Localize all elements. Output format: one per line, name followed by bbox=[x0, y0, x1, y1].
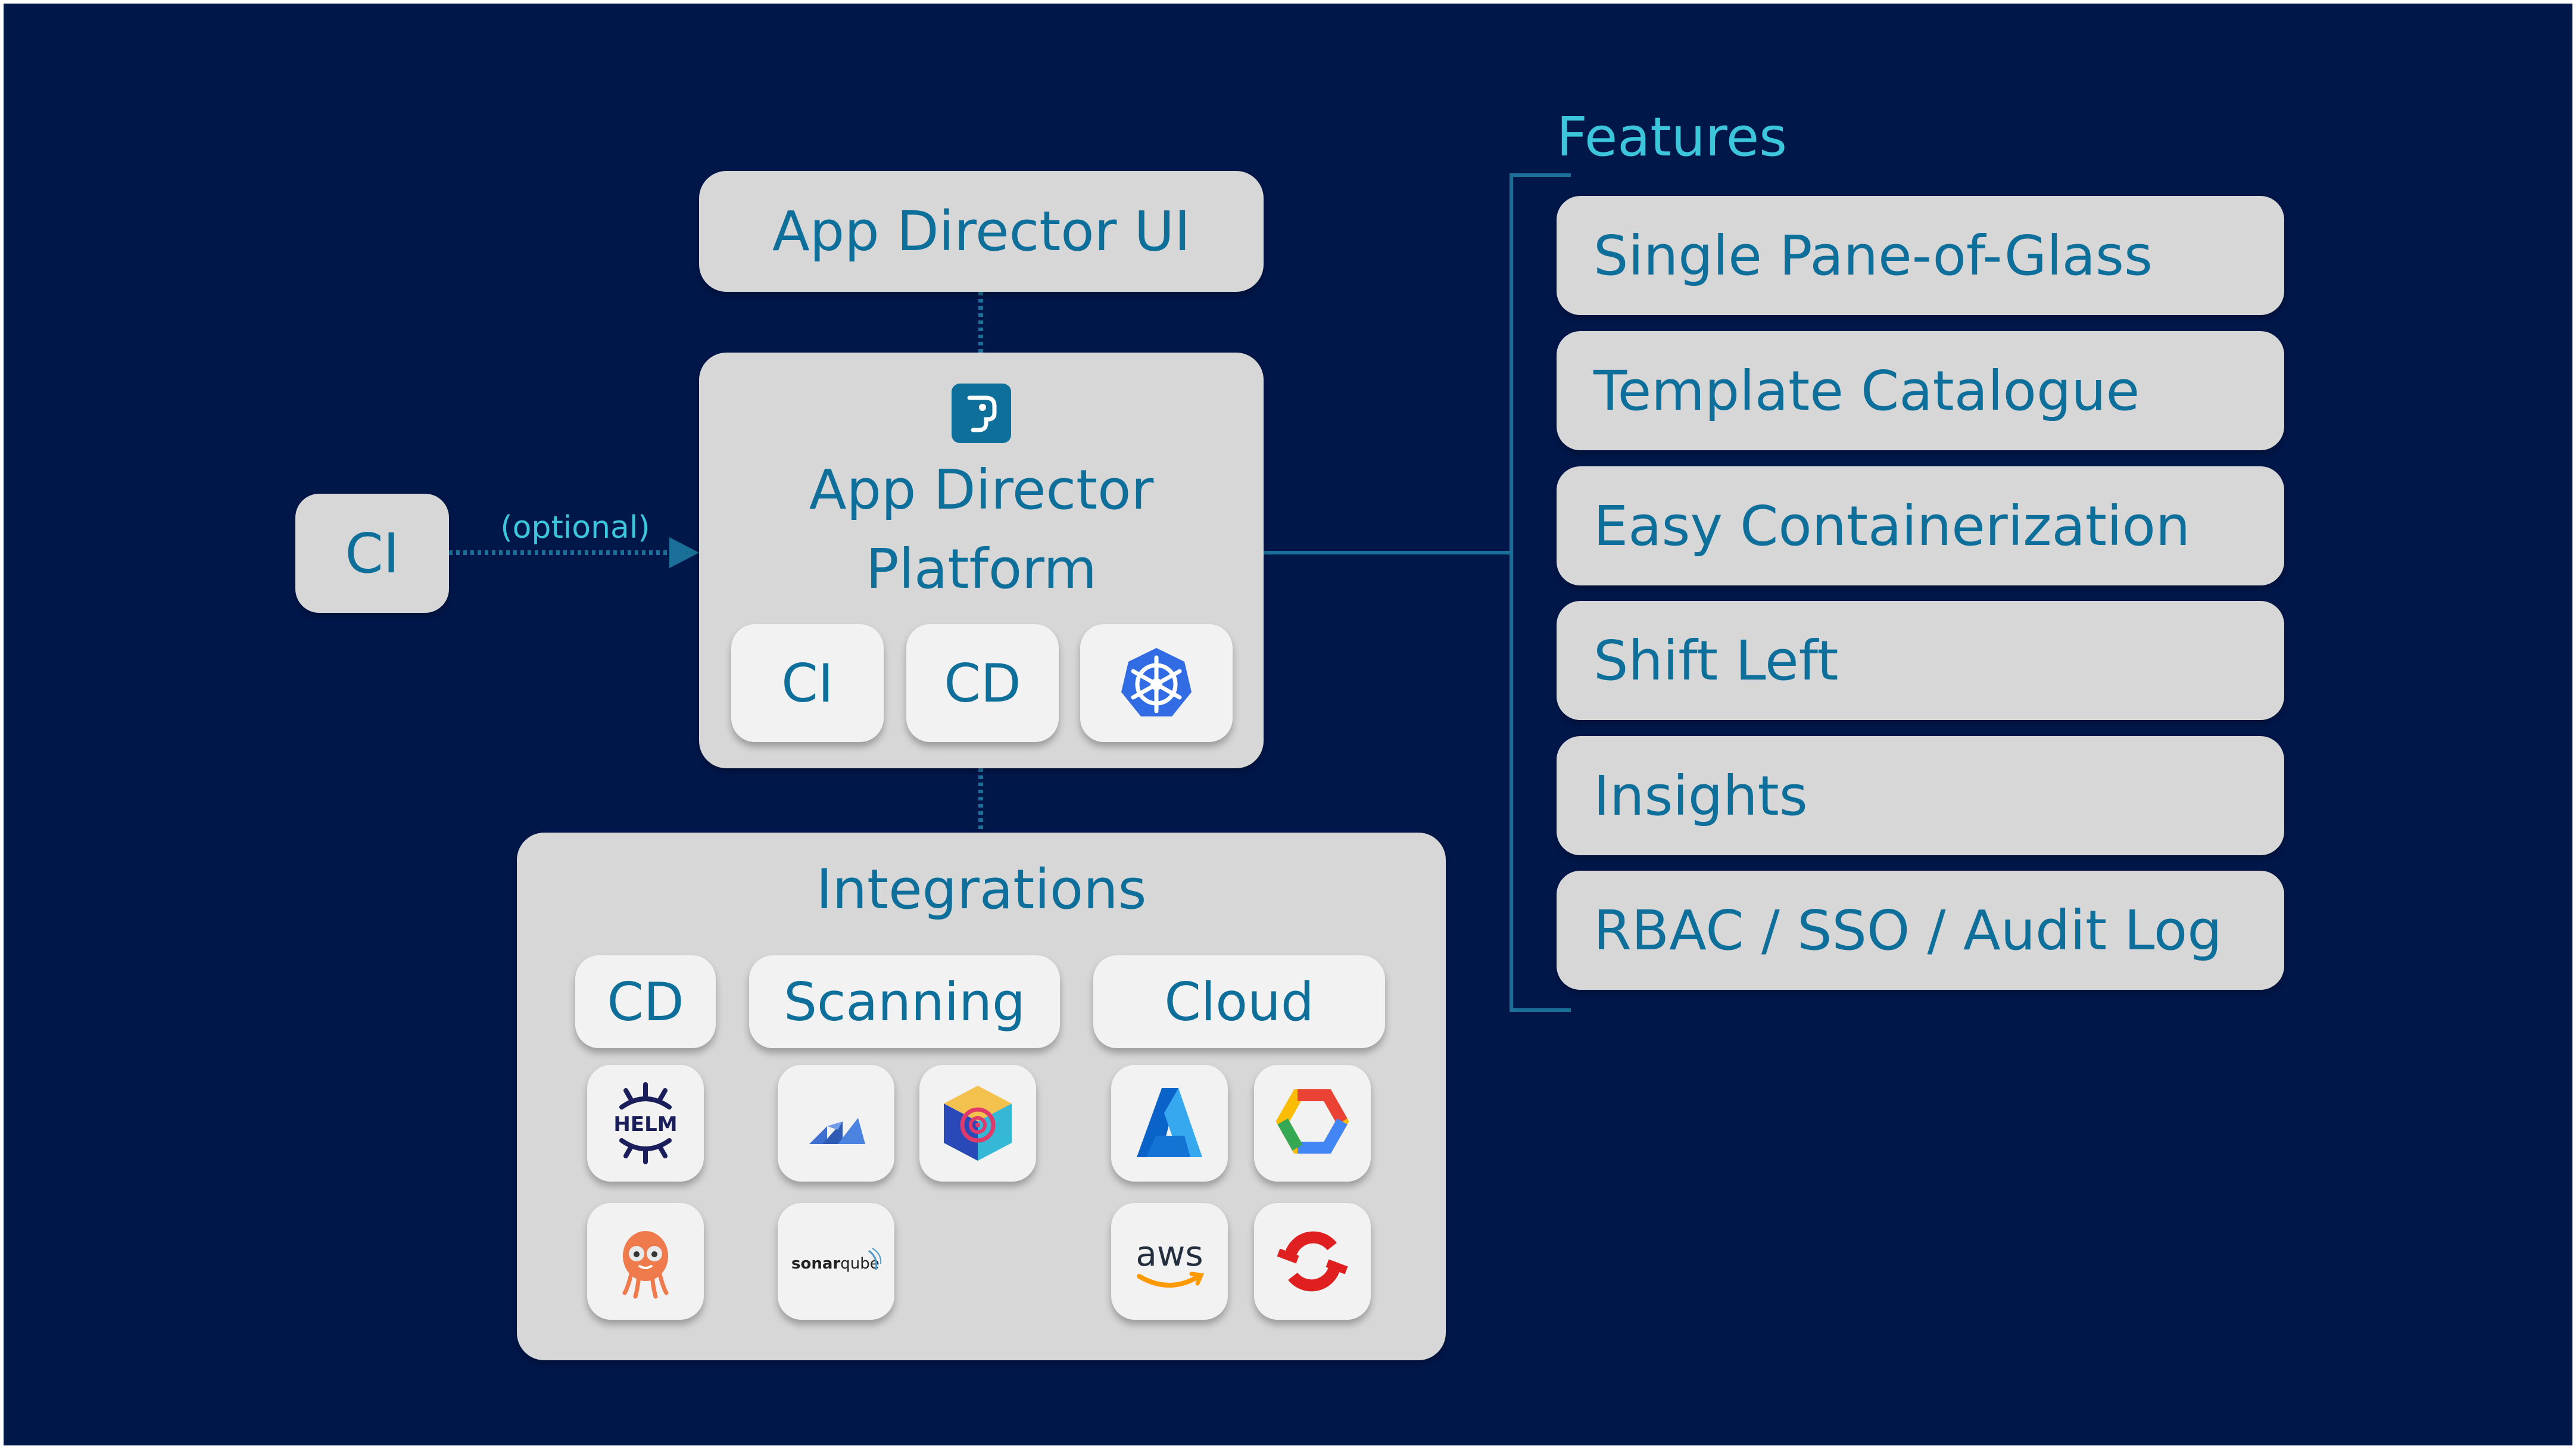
platform-title-line2: Platform bbox=[866, 537, 1097, 601]
kubernetes-icon bbox=[1121, 648, 1192, 716]
app-director-logo-icon bbox=[952, 384, 1011, 443]
feature-shift-left: Shift Left bbox=[1557, 601, 2284, 720]
platform-k8s-tile bbox=[1080, 624, 1233, 742]
integrations-scanning-header: Scanning bbox=[749, 955, 1060, 1048]
trivy-icon bbox=[944, 1086, 1012, 1161]
aws-wordmark: aws bbox=[1136, 1233, 1203, 1274]
ci-arrowhead bbox=[669, 537, 699, 568]
platform-cd-tile: CD bbox=[906, 624, 1059, 742]
feature-insights: Insights bbox=[1557, 736, 2284, 855]
feature-rbac-sso-audit: RBAC / SSO / Audit Log bbox=[1557, 871, 2284, 990]
feature-template-catalogue: Template Catalogue bbox=[1557, 331, 2284, 450]
google-cloud-tile bbox=[1254, 1065, 1371, 1182]
feature-single-pane: Single Pane-of-Glass bbox=[1557, 196, 2284, 315]
sonarqube-wordmark: sonarqube bbox=[791, 1255, 880, 1273]
integrations-cd-header: CD bbox=[575, 955, 716, 1048]
app-director-platform-box: App Director Platform CI CD bbox=[699, 353, 1264, 768]
integrations-box: Integrations CD Scanning Cloud HELM bbox=[517, 833, 1446, 1360]
external-ci-box: CI bbox=[295, 494, 449, 613]
sonarqube-icon: sonarqube bbox=[791, 1248, 882, 1273]
integrations-cloud-header: Cloud bbox=[1093, 955, 1385, 1048]
aws-tile: aws bbox=[1111, 1203, 1228, 1320]
trivy-tile bbox=[919, 1065, 1036, 1182]
sonarqube-tile: sonarqube bbox=[778, 1203, 894, 1320]
kubescape-tile bbox=[778, 1065, 894, 1182]
helm-icon: HELM bbox=[613, 1082, 678, 1164]
openshift-icon bbox=[1277, 1231, 1348, 1292]
platform-title-line1: App Director bbox=[809, 457, 1154, 522]
connectors bbox=[449, 173, 1571, 1012]
platform-ci-tile: CI bbox=[731, 624, 884, 742]
optional-edge-label: (optional) bbox=[500, 510, 650, 546]
openshift-tile bbox=[1254, 1203, 1371, 1320]
integrations-title: Integrations bbox=[816, 857, 1147, 921]
helm-tile: HELM bbox=[587, 1065, 704, 1182]
argo-icon bbox=[622, 1231, 669, 1299]
google-cloud-icon bbox=[1275, 1089, 1349, 1154]
feature-easy-containerization: Easy Containerization bbox=[1557, 466, 2284, 585]
features-bracket bbox=[1510, 173, 1571, 1012]
aws-icon: aws bbox=[1136, 1233, 1205, 1288]
app-director-ui-box: App Director UI bbox=[699, 171, 1264, 292]
azure-tile bbox=[1111, 1065, 1228, 1182]
azure-icon bbox=[1137, 1088, 1202, 1157]
argo-tile bbox=[587, 1203, 704, 1320]
svg-text:HELM: HELM bbox=[613, 1113, 677, 1136]
diagram-canvas: Features Single Pane-of-Glass Template C… bbox=[4, 4, 2572, 1445]
features-title: Features bbox=[1557, 106, 1787, 169]
kubescape-icon bbox=[809, 1118, 865, 1144]
